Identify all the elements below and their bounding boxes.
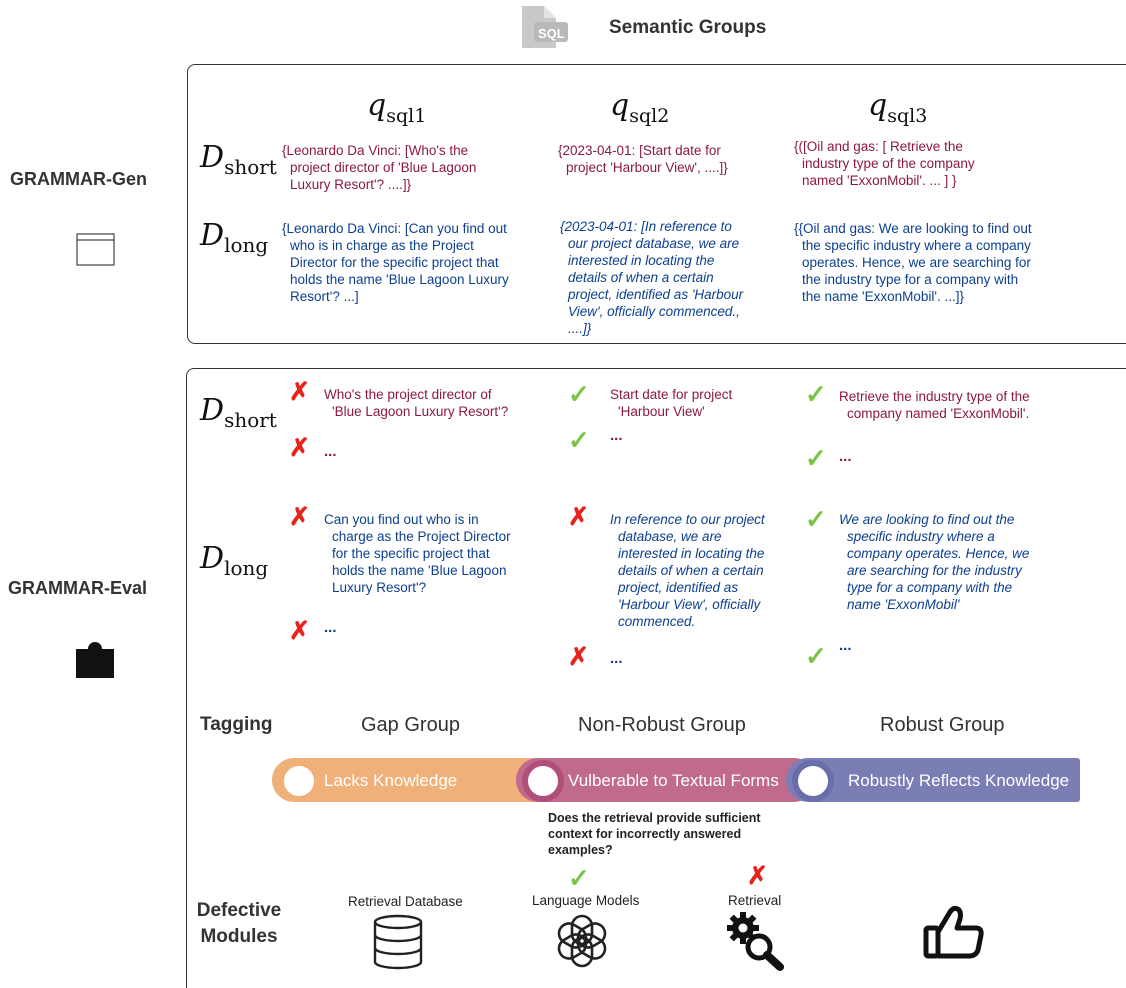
robust-group-heading: Robust Group [880, 714, 1005, 736]
check-mark: ✓ [568, 425, 590, 455]
gen-title: GRAMMAR-Gen [10, 169, 147, 189]
gap-group-heading: Gap Group [361, 714, 460, 736]
query-header-3: qsql3 [868, 88, 928, 127]
robust-group-pill: Robustly Reflects Knowledge [786, 758, 1080, 802]
d-long-label: Dlong [200, 541, 269, 580]
cross-mark: ✗ [289, 378, 310, 406]
gen-long-cell-3: {{Oil and gas: We are looking to find ou… [794, 221, 1032, 304]
cross-mark: ✗ [747, 862, 768, 890]
check-mark: ✓ [568, 379, 590, 409]
gen-short-cell-2: {2023-04-01: [Start date for project 'Ha… [558, 143, 728, 175]
openai-logo-icon [553, 912, 611, 975]
gen-short-cell-1: {Leonardo Da Vinci: [Who's the project d… [282, 143, 477, 192]
puzzle-piece-icon [74, 633, 116, 684]
cross-mark: ✗ [568, 643, 589, 671]
retrieval-database-label: Retrieval Database [348, 894, 463, 909]
eval-long-text-1: Can you find out who is in charge as the… [324, 512, 511, 595]
ellipsis: ... [610, 427, 623, 444]
non-robust-group-heading: Non-Robust Group [578, 714, 746, 736]
ellipsis: ... [839, 637, 852, 654]
eval-short-text-3: Retrieve the industry type of the compan… [839, 389, 1030, 421]
gen-short-cell-3: {([Oil and gas: [ Retrieve the industry … [794, 139, 975, 188]
cross-mark: ✗ [289, 434, 310, 462]
non-robust-group-pill: Vulberable to Textual Forms [516, 758, 816, 802]
check-mark: ✓ [805, 443, 827, 473]
cross-mark: ✗ [289, 617, 310, 645]
gap-group-pill: Lacks Knowledge [272, 758, 562, 802]
query-header-1: qsql1 [367, 88, 427, 127]
check-mark: ✓ [805, 379, 827, 409]
check-mark: ✓ [805, 504, 827, 534]
gen-long-cell-1: {Leonardo Da Vinci: [Can you find out wh… [282, 221, 509, 304]
ellipsis: ... [610, 650, 623, 667]
eval-long-text-2: In reference to our project database, we… [610, 512, 765, 629]
eval-short-text-1: Who's the project director of 'Blue Lago… [324, 387, 509, 419]
eval-title: GRAMMAR-Eval [8, 578, 148, 598]
eval-short-text-2: Start date for project 'Harbour View' [610, 387, 733, 419]
eval-box [186, 368, 1126, 988]
ellipsis: ... [324, 443, 337, 460]
query-header-2: qsql2 [610, 88, 670, 127]
gap-group-label: Lacks Knowledge [324, 771, 458, 790]
defective-modules-title: Defective Modules [196, 900, 282, 947]
robust-group-ring [792, 760, 834, 802]
check-mark: ✓ [805, 641, 827, 671]
page-title: Semantic Groups [609, 17, 767, 38]
non-robust-group-label: Vulberable to Textual Forms [568, 771, 779, 790]
gen-box [187, 64, 1126, 344]
ellipsis: ... [324, 619, 337, 636]
thumbs-up-icon [922, 904, 986, 965]
d-short-label: Dshort [200, 140, 277, 179]
database-icon [372, 914, 424, 975]
retrieval-label: Retrieval [728, 893, 782, 908]
eval-long-text-3: We are looking to find out the specific … [839, 512, 1030, 612]
window-icon [76, 233, 116, 272]
d-long-label: Dlong [200, 218, 269, 257]
check-mark: ✓ [568, 863, 590, 893]
retrieval-question: Does the retrieval provide sufficient co… [548, 811, 761, 857]
gear-search-icon [726, 910, 786, 977]
sql-icon-text: SQL [538, 26, 565, 41]
gap-group-ring [278, 760, 320, 802]
language-models-label: Language Models [532, 893, 640, 908]
non-robust-group-ring [522, 760, 564, 802]
gen-long-cell-2: {2023-04-01: [In reference to our projec… [560, 219, 744, 336]
robust-group-label: Robustly Reflects Knowledge [848, 771, 1070, 790]
cross-mark: ✗ [289, 503, 310, 531]
sql-file-icon: SQL [520, 4, 568, 50]
d-short-label: Dshort [200, 393, 277, 432]
cross-mark: ✗ [568, 503, 589, 531]
tagging-title: Tagging [200, 714, 273, 735]
ellipsis: ... [839, 448, 852, 465]
